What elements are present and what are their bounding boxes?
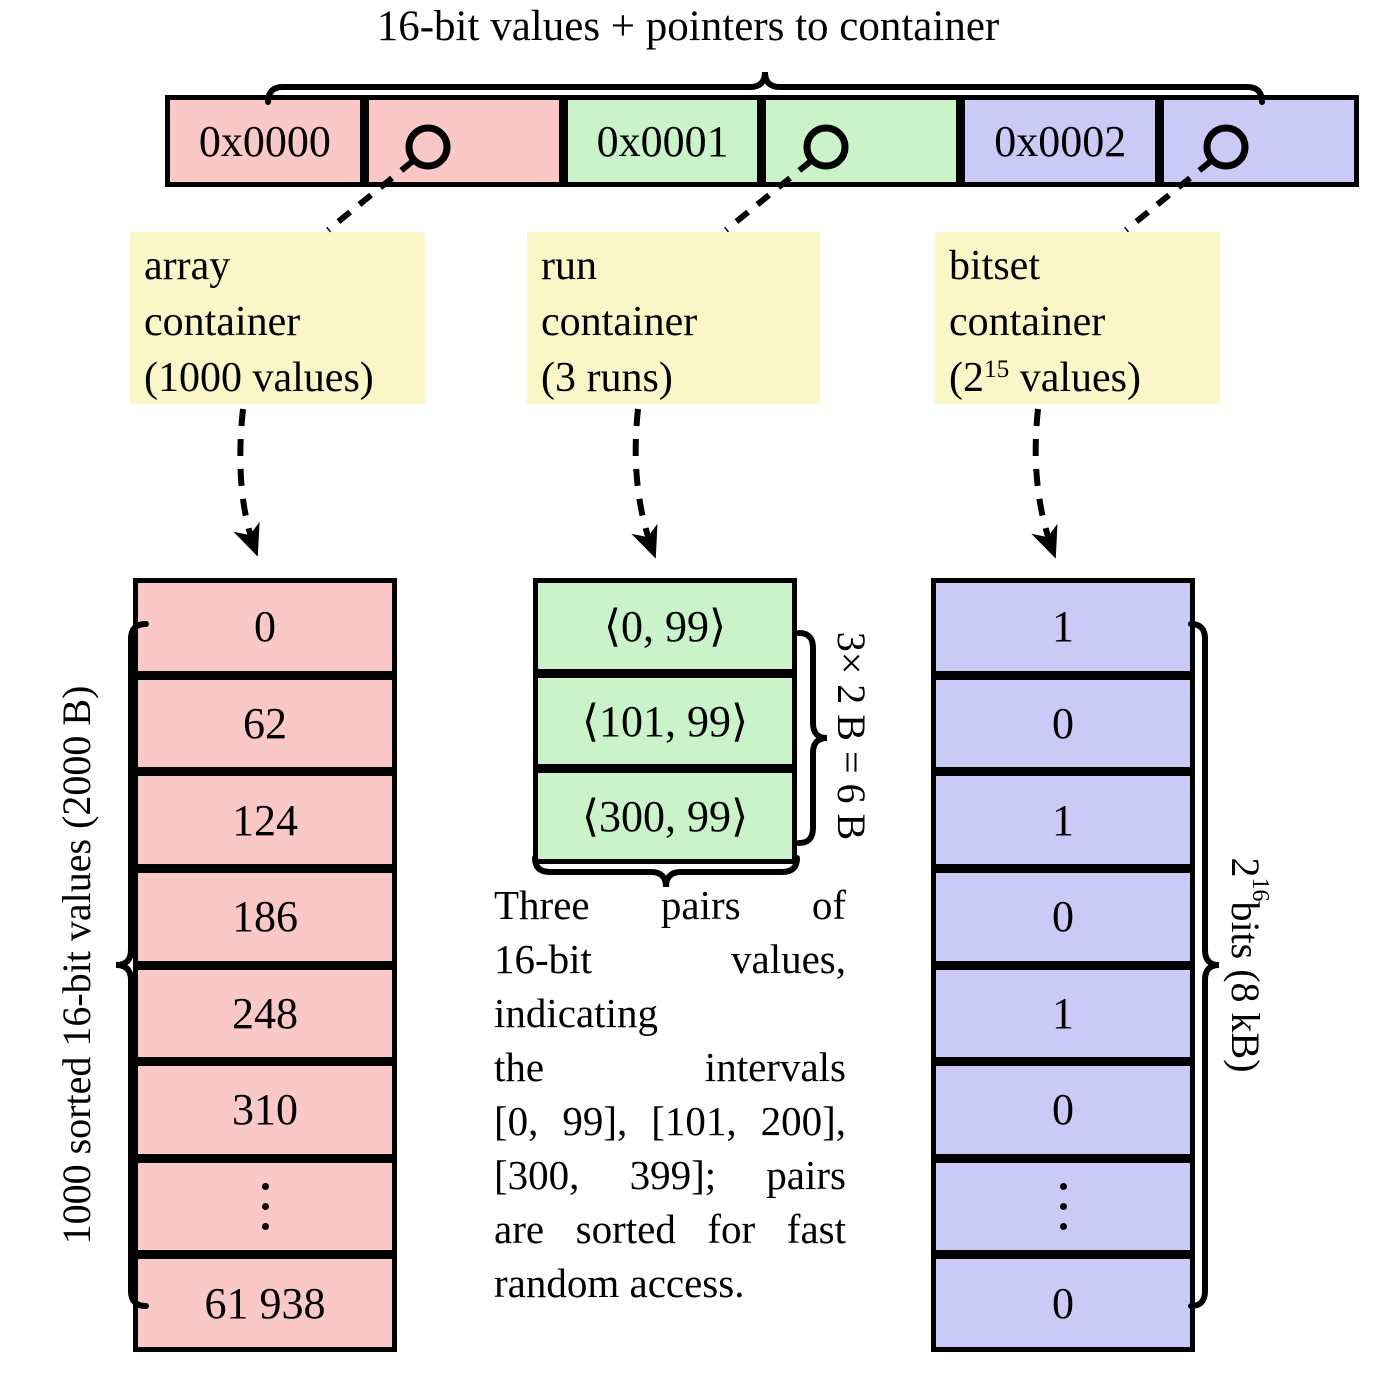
bitset-container-column: 1 0 1 0 1 0 0 xyxy=(931,578,1195,1352)
bitset-container-label: bitset container (215 values) xyxy=(935,232,1220,404)
dashed-arrow xyxy=(631,408,658,559)
run-pair-cell: ⟨0, 99⟩ xyxy=(538,583,792,669)
keys-pointers-array: 0x0000 0x0001 0x0002 xyxy=(165,95,1359,187)
diagram-title: 16-bit values + pointers to container xyxy=(376,3,1000,50)
math-suffix: values) xyxy=(1009,355,1141,401)
pointer-cell-run xyxy=(766,100,957,182)
run-pair-cell: ⟨101, 99⟩ xyxy=(538,678,792,764)
note-line: [300, 399]; pairs xyxy=(494,1152,846,1198)
pointer-cell-bitset xyxy=(1164,100,1354,182)
math-exponent: 16 xyxy=(1246,877,1273,902)
run-container-column: ⟨0, 99⟩ ⟨101, 99⟩ ⟨300, 99⟩ xyxy=(533,578,797,864)
math-base: 2 xyxy=(1223,857,1269,878)
key-cell-2: 0x0002 xyxy=(965,100,1156,182)
array-value-cell: 186 xyxy=(138,872,392,961)
run-size-side-label: 3× 2 B = 6 B xyxy=(829,631,875,841)
label-line: (1000 values) xyxy=(144,355,374,401)
math-base: (2 xyxy=(949,355,984,401)
label-line: bitset xyxy=(949,243,1040,289)
array-container-label: array container (1000 values) xyxy=(130,232,425,404)
vertical-ellipsis xyxy=(138,1162,392,1251)
bit-cell: 1 xyxy=(936,776,1190,864)
pointer-cell-array xyxy=(368,100,559,182)
bit-cell: 1 xyxy=(936,969,1190,1058)
label-line: container xyxy=(144,299,301,345)
dashed-arrow xyxy=(233,408,260,557)
key-cell-0: 0x0000 xyxy=(170,100,360,182)
run-container-label: run container (3 runs) xyxy=(527,232,820,404)
array-value-cell: 310 xyxy=(138,1066,392,1154)
run-column-brace xyxy=(796,630,828,846)
note-line: 16-bit values, xyxy=(494,936,846,982)
math-suffix: bits (8 kB) xyxy=(1223,901,1269,1073)
bit-cell: 0 xyxy=(936,1066,1190,1154)
note-line: Three pairs of xyxy=(494,882,846,928)
array-value-cell: 0 xyxy=(138,583,392,671)
array-value-cell: 124 xyxy=(138,776,392,864)
array-value-cell: 61 938 xyxy=(138,1259,392,1347)
label-line: container xyxy=(949,299,1106,345)
label-line: (3 runs) xyxy=(541,355,673,401)
label-line: run xyxy=(541,243,597,289)
math-exponent: 15 xyxy=(984,356,1010,384)
bit-cell: 0 xyxy=(936,1259,1190,1347)
array-value-cell: 248 xyxy=(138,969,392,1058)
array-size-side-label: 1000 sorted 16-bit values (2000 B) xyxy=(53,685,99,1245)
note-line: the intervals xyxy=(494,1044,846,1090)
array-container-column: 0 62 124 186 248 310 61 938 xyxy=(133,578,397,1352)
bit-cell: 0 xyxy=(936,679,1190,768)
bit-cell: 1 xyxy=(936,583,1190,671)
note-line: are sorted for fast xyxy=(494,1206,846,1252)
label-line-math: (215 values) xyxy=(949,350,1220,412)
label-line: container xyxy=(541,299,698,345)
run-container-note: Three pairs of 16-bit values, indicating… xyxy=(494,878,846,1310)
note-line: random access. xyxy=(494,1260,745,1306)
array-value-cell: 62 xyxy=(138,679,392,768)
bitset-column-brace xyxy=(1188,621,1220,1309)
key-cell-1: 0x0001 xyxy=(567,100,758,182)
label-line: array xyxy=(144,243,231,289)
vertical-ellipsis xyxy=(936,1162,1190,1251)
run-pair-cell: ⟨300, 99⟩ xyxy=(538,773,792,859)
note-line: indicating xyxy=(494,990,658,1036)
dashed-arrow xyxy=(1031,408,1058,559)
bit-cell: 0 xyxy=(936,872,1190,961)
note-line: [0, 99], [101, 200], xyxy=(494,1098,846,1144)
